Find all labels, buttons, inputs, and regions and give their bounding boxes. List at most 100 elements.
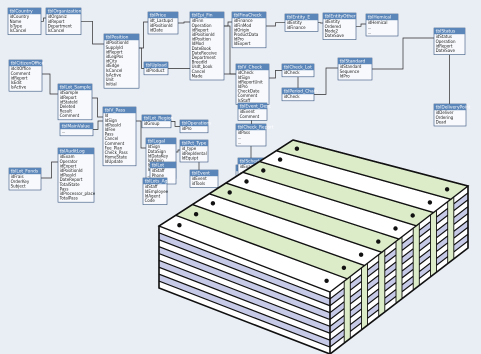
- table-title-bar: [238, 158, 268, 165]
- table-title-bar: [142, 115, 171, 122]
- table-field: idCheck: [284, 70, 301, 75]
- plank-bolt: [294, 146, 300, 151]
- table-body: [189, 11, 225, 81]
- stack-green-stripe: [447, 195, 455, 265]
- table-title-bar: [150, 162, 176, 169]
- table-field: idCountry: [10, 14, 30, 19]
- table-field: Department: [192, 55, 217, 60]
- table-field: IsCancel: [106, 68, 123, 73]
- relationship-line: [314, 67, 338, 95]
- table-box: tblOrganizationidOrganizidReportDepartme…: [45, 7, 82, 35]
- table-title: tblLot_Sample: [60, 85, 91, 91]
- table-field: IsCancel: [10, 28, 27, 33]
- table-title-bar: [148, 12, 178, 19]
- table-field: Name: [10, 19, 22, 24]
- table-field: IsActive: [106, 72, 122, 77]
- table-field: TotalPass: [59, 196, 78, 201]
- table-field: ...: [238, 135, 242, 140]
- plank-bolt: [324, 278, 329, 283]
- table-title-bar: [103, 107, 136, 114]
- table-field: Ordering: [436, 115, 454, 120]
- table-field: idStandard: [340, 64, 362, 69]
- table-field: idPro: [182, 126, 193, 131]
- table-title-bar: [60, 123, 93, 130]
- table-box: tblLots_AgentidStaffIdEmployeeIdAgentCod…: [142, 177, 175, 205]
- table-field: TotalState: [59, 182, 80, 187]
- table-field: ...: [62, 129, 66, 134]
- plank-bolt: [393, 226, 398, 231]
- table-field: Id: [105, 113, 109, 118]
- table-field: Comment: [60, 113, 80, 118]
- table-field: IdDataKey: [148, 153, 169, 158]
- stack-green-stripe: [378, 248, 386, 318]
- table-box: tblAuditLogidExamOperatoridExpertidPosit…: [57, 147, 96, 203]
- table-field: idReportUnit: [238, 79, 263, 84]
- table-field: Phone: [152, 173, 165, 178]
- table-field: idStaff: [152, 168, 165, 173]
- table-field: ...: [238, 139, 242, 144]
- table-field: idReport: [192, 27, 209, 32]
- relationship-line: [136, 120, 146, 149]
- plank-bolt: [444, 187, 450, 192]
- table-title-bar: [58, 148, 94, 155]
- table-title: tblEvent: [192, 171, 211, 177]
- plank-bolt: [177, 223, 182, 228]
- plank-bolt: [210, 201, 216, 206]
- table-field: Made: [192, 73, 203, 78]
- table-field: DateSave: [325, 33, 345, 38]
- table-title: tblLot_Fonds: [11, 169, 39, 175]
- table-title-bar: [144, 62, 168, 69]
- table-field: idPositionId: [60, 168, 83, 173]
- table-title-bar: [190, 170, 218, 177]
- table-field: SupplyId: [106, 45, 124, 50]
- table-field: IdMod: [192, 41, 205, 46]
- table-field: Pass: [60, 186, 69, 191]
- table-box: tblPositionidPositionIdSupplyIdidReporti…: [103, 33, 140, 89]
- table-field: IdPro: [238, 84, 249, 89]
- stack-green-stripe: [395, 235, 403, 305]
- table-field: idCheck: [238, 70, 255, 75]
- plank-bolt: [341, 265, 347, 270]
- table-field: Fee_Plan: [105, 145, 123, 150]
- table-title-bar: [338, 58, 372, 65]
- table-field: idEntity: [287, 20, 303, 25]
- table-field: Cancel: [192, 69, 206, 74]
- table-field: idDeliver: [436, 110, 454, 115]
- table-field: ...: [368, 25, 372, 30]
- table-box: tblEpi_FinidFinnOperationidReportidPosit…: [189, 11, 225, 81]
- plank-bolt: [227, 190, 232, 195]
- table-title-bar: [323, 13, 356, 20]
- table-field: idSample: [60, 90, 79, 95]
- table-title: tblEntity_E: [287, 15, 311, 21]
- table-title: tblLot_Region: [144, 116, 174, 122]
- table-field: idPassId: [105, 122, 122, 127]
- table-field: Department: [48, 23, 73, 28]
- plank-bolt: [376, 239, 381, 244]
- table-field: IsType: [10, 23, 23, 28]
- table-field: Sequence: [340, 69, 360, 74]
- table-field: IdFee: [105, 127, 116, 132]
- table-field: ProductData: [234, 32, 259, 37]
- table-field: Check_Pass: [105, 150, 128, 155]
- table-title-bar: [282, 88, 314, 95]
- table-title-bar: [104, 34, 139, 41]
- table-field: Ordered: [325, 24, 342, 29]
- table-field: IdSign: [148, 144, 161, 149]
- table-field: Cancel: [105, 136, 119, 141]
- table-field: Operator: [60, 159, 78, 164]
- table-field: idEntity: [325, 19, 341, 24]
- table-field: idFinance: [234, 18, 253, 23]
- plank-bolt: [410, 213, 415, 218]
- table-title: tblOperations: [182, 121, 213, 127]
- table-box: tblHemicalidHemical......: [365, 13, 399, 37]
- relationship-line: [81, 20, 104, 45]
- stack-green-stripe: [430, 209, 437, 278]
- table-field: IsStaff: [238, 98, 251, 103]
- table-field: idPass: [238, 130, 251, 135]
- table-title: tblEpi_Fin: [192, 13, 213, 19]
- table-field: idCheck: [284, 94, 301, 99]
